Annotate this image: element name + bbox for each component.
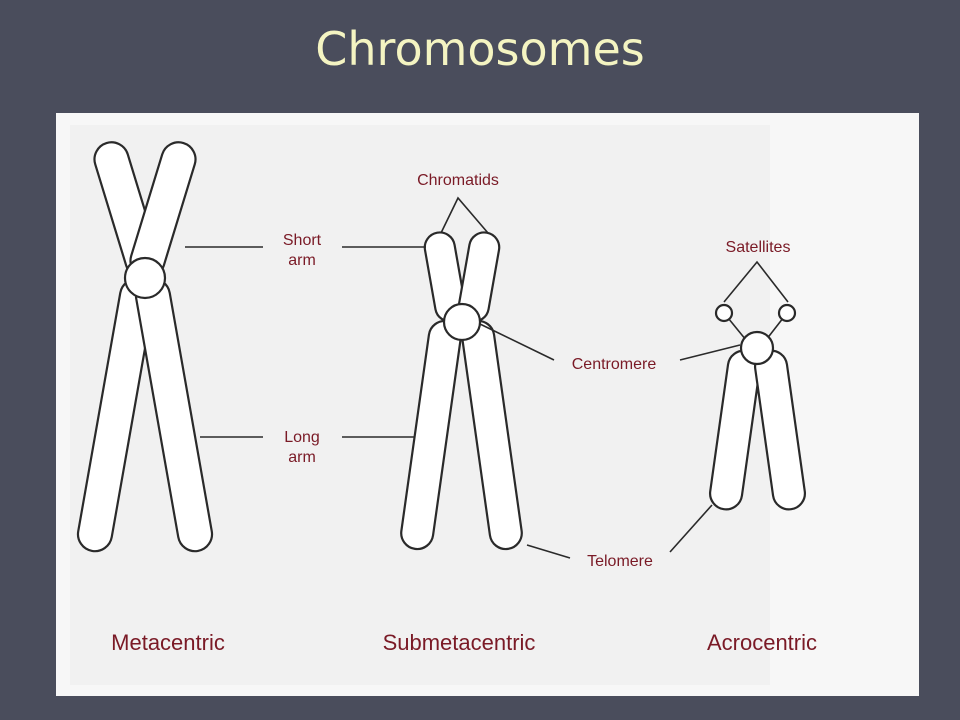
chromatids-label: Chromatids	[417, 172, 499, 189]
telomere-label: Telomere	[587, 553, 653, 570]
chromosome-type-captions: Metacentric Submetacentric Acrocentric	[111, 630, 817, 655]
centromere-label: Centromere	[572, 356, 657, 373]
long-arm-label-line1: Long	[284, 429, 320, 446]
acrocentric-caption: Acrocentric	[707, 630, 817, 655]
metacentric-caption: Metacentric	[111, 630, 225, 655]
satellite-right	[779, 305, 795, 321]
chromosome-figure: Short arm Long arm Chromatids Centromere…	[56, 113, 919, 696]
chromosome-diagram: Short arm Long arm Chromatids Centromere…	[56, 113, 919, 696]
acrocentric-centromere	[741, 332, 773, 364]
slide-title: Chromosomes	[0, 22, 960, 76]
submetacentric-centromere	[444, 304, 480, 340]
short-arm-label-line2: arm	[288, 252, 316, 269]
metacentric-centromere	[125, 258, 165, 298]
long-arm-label-line2: arm	[288, 449, 316, 466]
submetacentric-caption: Submetacentric	[383, 630, 536, 655]
satellite-left	[716, 305, 732, 321]
short-arm-label-line1: Short	[283, 232, 322, 249]
satellites-label: Satellites	[726, 239, 791, 256]
